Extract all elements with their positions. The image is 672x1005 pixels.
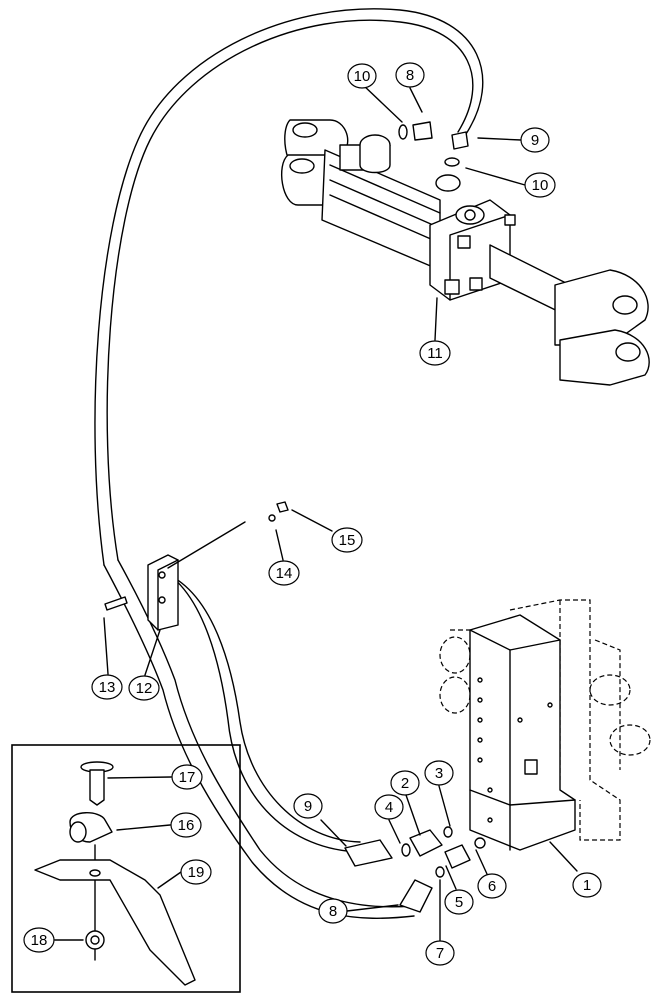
callout-label: 1 [583,877,591,894]
callout-9: 9 [520,127,550,153]
callout-12: 12 [128,675,160,701]
callout-17: 17 [171,764,203,790]
hose-loop [94,8,484,919]
callout-9: 9 [293,793,323,819]
callout-label: 16 [178,817,195,834]
callout-14: 14 [268,560,300,586]
callout-1: 1 [572,872,602,898]
callout-label: 15 [339,532,356,549]
hydraulic-cylinder [281,119,650,386]
callout-label: 13 [99,679,116,696]
callout-6: 6 [477,873,507,899]
callout-label: 9 [531,132,539,149]
callout-label: 10 [532,177,549,194]
callout-label: 3 [435,765,443,782]
callout-7: 7 [425,940,455,966]
callout-10: 10 [524,172,556,198]
cylinder-fittings [398,121,469,167]
callout-label: 7 [436,945,444,962]
callout-2: 2 [390,770,420,796]
callout-label: 14 [276,565,293,582]
callout-label: 4 [385,799,393,816]
control-valve [439,599,651,851]
callout-label: 18 [31,932,48,949]
callout-label: 10 [354,68,371,85]
callout-3: 3 [424,760,454,786]
callout-label: 19 [188,864,205,881]
callout-label: 5 [455,894,463,911]
callout-4: 4 [374,794,404,820]
hose-clamp-bracket [104,501,289,631]
callout-label: 8 [329,903,337,920]
callout-11: 11 [419,340,451,366]
callout-label: 2 [401,775,409,792]
callout-5: 5 [444,889,474,915]
callout-19: 19 [180,859,212,885]
callout-label: 11 [427,345,443,362]
callout-8: 8 [395,62,425,88]
callout-8: 8 [318,898,348,924]
leader-lines [54,83,578,942]
callout-10: 10 [347,63,377,89]
callout-13: 13 [91,674,123,700]
callout-label: 17 [179,769,196,786]
callout-label: 12 [136,680,153,697]
valve-fittings [344,826,486,913]
callout-label: 6 [488,878,496,895]
callout-label: 9 [304,798,312,815]
callout-15: 15 [331,527,363,553]
callout-label: 8 [406,67,414,84]
inset-detail [11,744,241,993]
callout-16: 16 [170,812,202,838]
callout-18: 18 [23,927,55,953]
